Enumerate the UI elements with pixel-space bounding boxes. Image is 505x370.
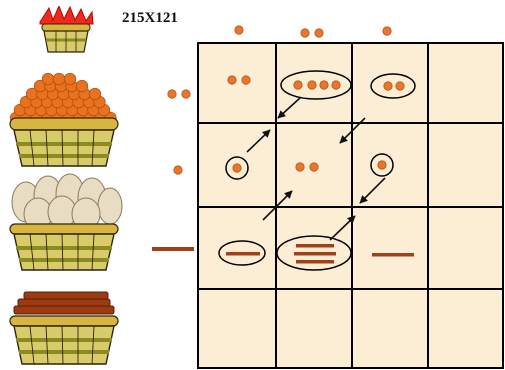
- product-dot: [378, 161, 386, 169]
- product-stick: [226, 252, 260, 256]
- product-dot: [310, 163, 318, 171]
- left-dot: [174, 166, 182, 174]
- left-stick: [152, 247, 194, 251]
- top-dot: [235, 26, 243, 34]
- product-dot: [228, 76, 236, 84]
- left-dot: [182, 90, 190, 98]
- grid-background: [198, 43, 503, 368]
- product-dot: [332, 81, 340, 89]
- product-dot: [384, 82, 392, 90]
- product-dot: [296, 163, 304, 171]
- top-dot: [315, 29, 323, 37]
- left-dot: [168, 90, 176, 98]
- product-stick: [296, 244, 334, 248]
- product-stick: [294, 252, 336, 256]
- product-dot: [294, 81, 302, 89]
- product-stick: [296, 260, 334, 264]
- product-dot: [320, 81, 328, 89]
- product-dot: [242, 76, 250, 84]
- top-dot: [301, 29, 309, 37]
- product-stick: [372, 253, 414, 257]
- product-dot: [308, 81, 316, 89]
- product-dot: [233, 164, 241, 172]
- product-dot: [396, 82, 404, 90]
- top-dot: [383, 27, 391, 35]
